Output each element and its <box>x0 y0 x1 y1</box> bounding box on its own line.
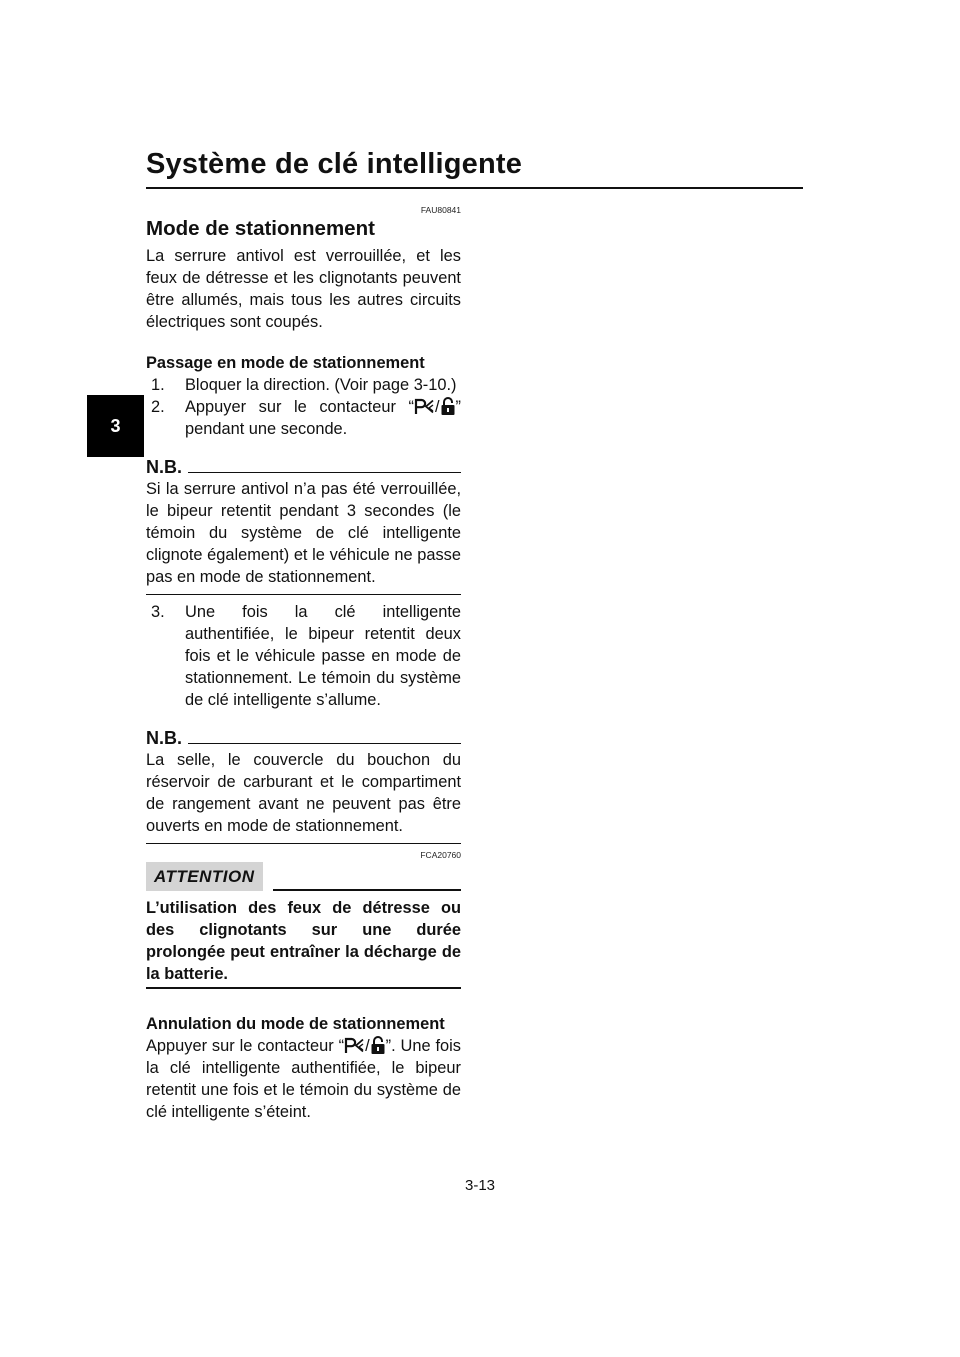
cancel-text-post: ”. Une fois la clé intelligente authenti… <box>146 1037 461 1121</box>
padlock-icon <box>441 397 455 415</box>
padlock-icon <box>371 1036 385 1054</box>
caution-header: ATTENTION <box>146 862 461 891</box>
caution-text: L’utilisation des feux de détresse ou de… <box>146 899 461 983</box>
page-title: Système de clé intelligente <box>146 148 523 180</box>
list-item: 2. Appuyer sur le contacteur “ /” pendant… <box>146 396 461 440</box>
list-item: 3. Une fois la clé intelligente authenti… <box>146 601 461 711</box>
step-text: Bloquer la direction. (Voir page 3-10.) <box>185 376 457 394</box>
page-number: 3-13 <box>464 1177 496 1194</box>
cancel-text-pre: Appuyer sur le contacteur “ <box>146 1037 345 1055</box>
enter-mode-heading: Passage en mode de stationnement <box>146 354 425 372</box>
chapter-tab: 3 <box>87 395 144 457</box>
note-box: La selle, le couvercle du bouchon du rés… <box>146 749 461 844</box>
ref-code: FAU80841 <box>420 205 461 215</box>
note-label: N.B. <box>146 728 182 748</box>
step-number: 1. <box>151 376 165 394</box>
section-title: Mode de stationnement <box>146 217 375 240</box>
note-rule <box>188 743 461 744</box>
note-label: N.B. <box>146 457 182 477</box>
note-header: N.B. <box>146 727 461 749</box>
step-text-post: ” pendant une seconde. <box>185 398 461 438</box>
note-text: Si la serrure antivol n’a pas été verrou… <box>146 480 461 586</box>
note-text: La selle, le couvercle du bouchon du rés… <box>146 751 461 835</box>
enter-steps-list-continued: 3. Une fois la clé intelligente authenti… <box>146 601 461 711</box>
step-text-pre: Appuyer sur le contacteur “ <box>185 398 414 416</box>
cancel-mode-heading: Annulation du mode de stationnement <box>146 1015 445 1033</box>
note-header: N.B. <box>146 456 461 478</box>
note-box: Si la serrure antivol n’a pas été verrou… <box>146 478 461 595</box>
caution-ref-code: FCA20760 <box>420 850 461 860</box>
icon-separator: / <box>434 398 440 416</box>
icon-separator: / <box>365 1037 370 1055</box>
parking-p-icon <box>414 398 434 414</box>
note-rule <box>188 472 461 473</box>
title-rule <box>146 187 803 189</box>
caution-rule <box>272 889 461 891</box>
chapter-number: 3 <box>110 415 121 436</box>
caution-label: ATTENTION <box>146 862 263 891</box>
cancel-paragraph: Appuyer sur le contacteur “ /”. Une fois … <box>146 1035 461 1123</box>
step-number: 3. <box>151 603 165 621</box>
step-number: 2. <box>151 398 165 416</box>
list-item: 1. Bloquer la direction. (Voir page 3-10… <box>146 374 461 396</box>
intro-paragraph: La serrure antivol est verrouillée, et l… <box>146 247 461 331</box>
content-column: FAU80841 Mode de stationnement La serrur… <box>146 205 461 1123</box>
step-text: Une fois la clé intelligente authentifié… <box>185 603 461 709</box>
parking-p-icon <box>344 1037 364 1053</box>
caution-box: L’utilisation des feux de détresse ou de… <box>146 891 461 989</box>
enter-steps-list: 1. Bloquer la direction. (Voir page 3-10… <box>146 374 461 440</box>
